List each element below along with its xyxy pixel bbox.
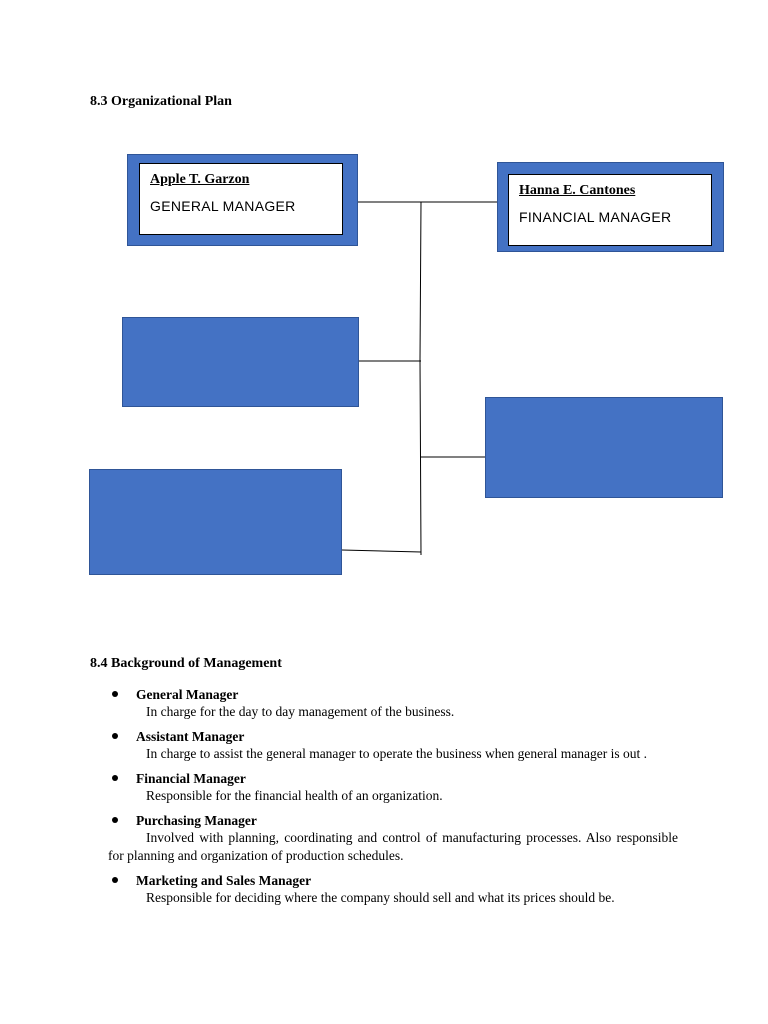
list-item: Marketing and Sales Manager Responsible …: [108, 872, 678, 907]
org-box-general-manager: Apple T. Garzon GENERAL MANAGER: [127, 154, 358, 246]
bullet-icon: [112, 817, 118, 823]
role-description: Involved with planning, coordinating and…: [108, 830, 678, 863]
list-item: General Manager In charge for the day to…: [108, 686, 678, 721]
role-title: Marketing and Sales Manager: [136, 873, 312, 888]
role-description: Responsible for the financial health of …: [146, 788, 443, 803]
list-item: Purchasing Manager Involved with plannin…: [108, 812, 678, 865]
role-description: In charge to assist the general manager …: [146, 746, 647, 761]
role-title: Purchasing Manager: [136, 813, 257, 828]
bullet-icon: [112, 775, 118, 781]
financial-manager-title: FINANCIAL MANAGER: [519, 209, 672, 225]
org-chart: Apple T. Garzon GENERAL MANAGER Hanna E.…: [89, 154, 724, 575]
general-manager-title: GENERAL MANAGER: [150, 198, 296, 214]
general-manager-name: Apple T. Garzon: [150, 172, 250, 187]
list-item: Financial Manager Responsible for the fi…: [108, 770, 678, 805]
role-description: Responsible for deciding where the compa…: [146, 890, 615, 905]
role-title: Assistant Manager: [136, 729, 245, 744]
org-box-general-manager-card: Apple T. Garzon GENERAL MANAGER: [139, 163, 343, 235]
org-box-empty-left-lower: [89, 469, 342, 575]
connector-box-c: [341, 549, 422, 553]
bullet-icon: [112, 691, 118, 697]
section-heading-organizational-plan: 8.3 Organizational Plan: [90, 94, 232, 109]
org-box-empty-left-upper: [122, 317, 359, 407]
org-chart-connectors: [341, 201, 497, 556]
org-box-empty-right-lower: [485, 397, 723, 498]
bullet-icon: [112, 877, 118, 883]
management-background-list: General Manager In charge for the day to…: [108, 686, 678, 914]
org-box-financial-manager-card: Hanna E. Cantones FINANCIAL MANAGER: [508, 174, 712, 246]
connector-trunk: [419, 201, 422, 556]
financial-manager-name: Hanna E. Cantones: [519, 183, 636, 198]
section-heading-background-of-management: 8.4 Background of Management: [90, 656, 282, 671]
org-box-financial-manager: Hanna E. Cantones FINANCIAL MANAGER: [497, 162, 724, 252]
role-description: In charge for the day to day management …: [146, 704, 455, 719]
bullet-icon: [112, 733, 118, 739]
list-item: Assistant Manager In charge to assist th…: [108, 728, 678, 763]
role-title: Financial Manager: [136, 771, 246, 786]
role-title: General Manager: [136, 687, 239, 702]
